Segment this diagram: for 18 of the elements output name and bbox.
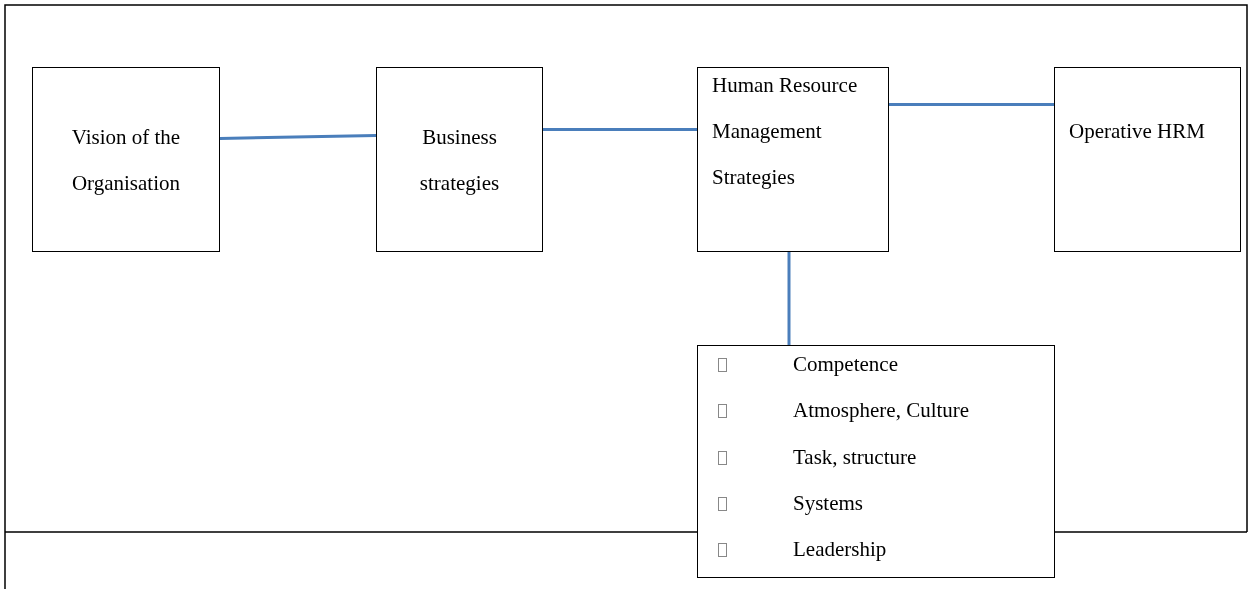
box-label: Human Resource Management Strategies bbox=[712, 72, 859, 191]
process-box bbox=[376, 67, 543, 252]
box-label: Business strategies bbox=[418, 123, 501, 197]
process-box bbox=[32, 67, 220, 252]
list-item: Competence bbox=[793, 352, 898, 376]
process-box bbox=[697, 67, 889, 252]
list-item: Leadership bbox=[793, 537, 887, 562]
connector-line bbox=[889, 103, 1054, 106]
box-label: Operative HRM bbox=[1069, 118, 1206, 145]
connector-line bbox=[787, 252, 791, 345]
list-box bbox=[697, 345, 1055, 578]
connector-line bbox=[219, 134, 377, 140]
box-label: Vision of the Organisation bbox=[70, 123, 182, 197]
list-item: Systems bbox=[793, 490, 863, 515]
list-item: Atmosphere, Culture bbox=[793, 398, 970, 423]
process-box bbox=[1054, 67, 1241, 252]
connector-line bbox=[543, 128, 697, 131]
list-item: Task, structure bbox=[793, 444, 917, 469]
